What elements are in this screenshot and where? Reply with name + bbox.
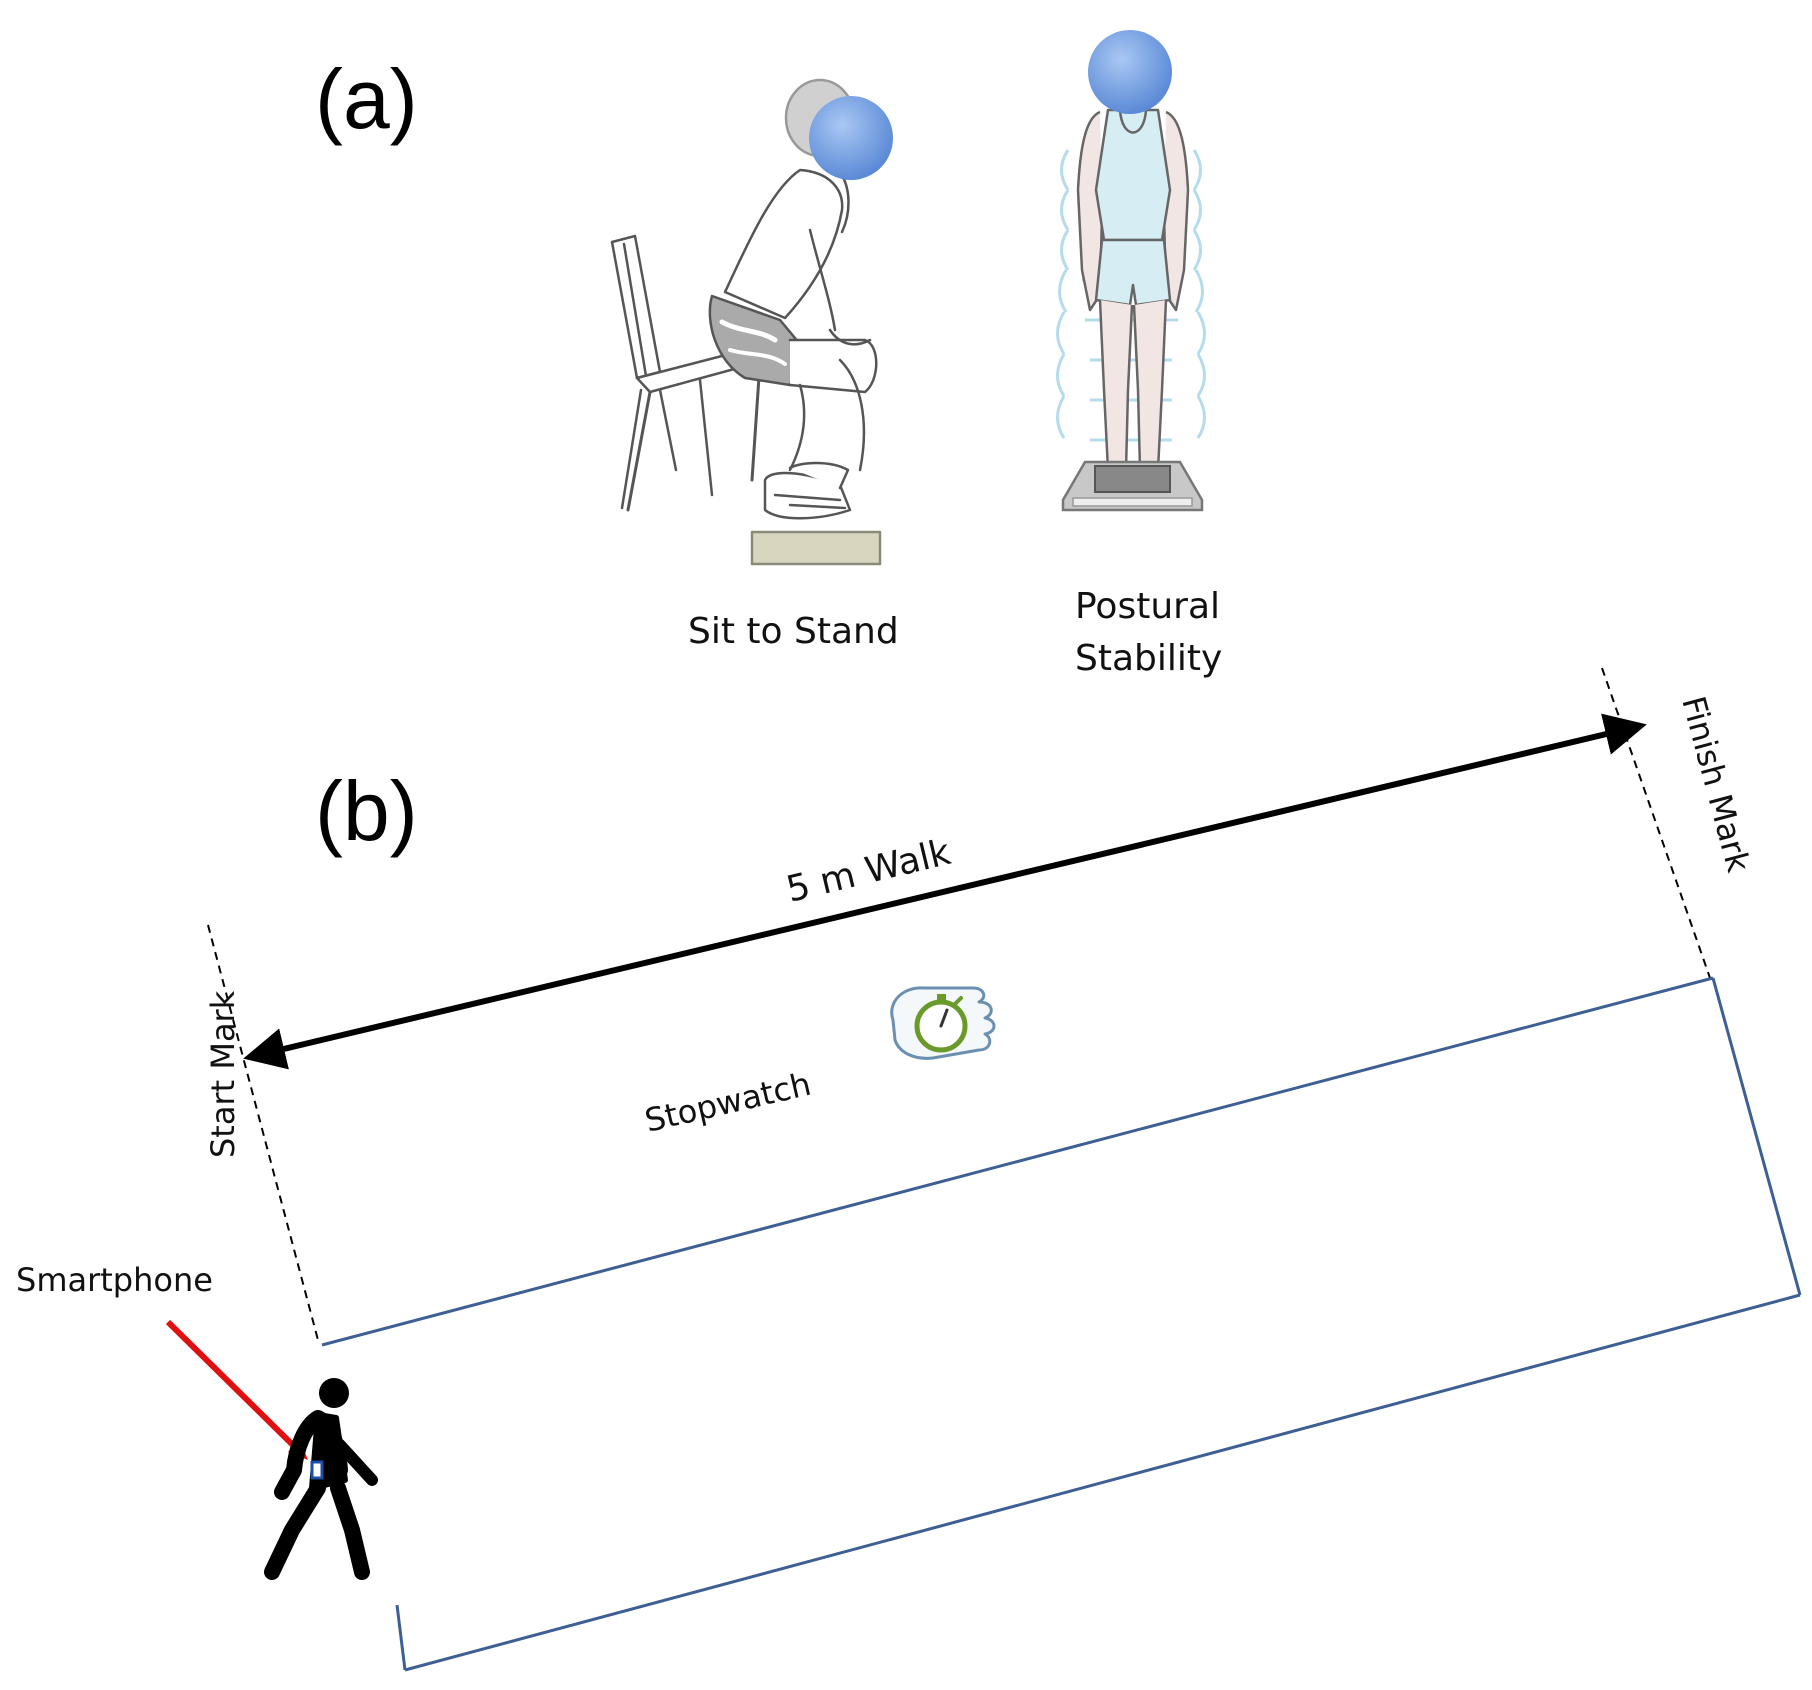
pedestrian-icon	[264, 1378, 378, 1580]
sit-head-icon	[809, 96, 893, 180]
finish-mark-line	[1601, 667, 1711, 979]
smartphone-pointer-arrow	[165, 1319, 305, 1457]
step-block	[750, 530, 882, 566]
standing-person	[1076, 108, 1190, 472]
start-mark-label: Start Mark	[204, 990, 242, 1158]
finish-mark-label: Finish Mark	[1674, 692, 1757, 876]
walk-distance-label: 5 m Walk	[783, 832, 955, 911]
postural-caption-line2: Stability	[1075, 638, 1222, 679]
postural-caption-line1: Postural	[1075, 586, 1220, 627]
postural-stability-illustration	[1056, 30, 1206, 512]
standing-head-icon	[1088, 30, 1172, 114]
walk-distance-arrow	[243, 713, 1647, 1070]
stopwatch-icon	[890, 986, 996, 1060]
smartphone-device	[310, 1460, 324, 1480]
sit-to-stand-illustration	[610, 78, 893, 566]
sit-to-stand-caption: Sit to Stand	[688, 611, 899, 652]
walking-lane	[321, 976, 1802, 1672]
balance-scale	[1061, 460, 1204, 512]
start-mark-line	[207, 924, 319, 1341]
panel-b-label: (b)	[315, 764, 418, 858]
smartphone-label: Smartphone	[16, 1261, 213, 1299]
stopwatch-label: Stopwatch	[641, 1065, 814, 1140]
panel-a-label: (a)	[315, 52, 418, 146]
